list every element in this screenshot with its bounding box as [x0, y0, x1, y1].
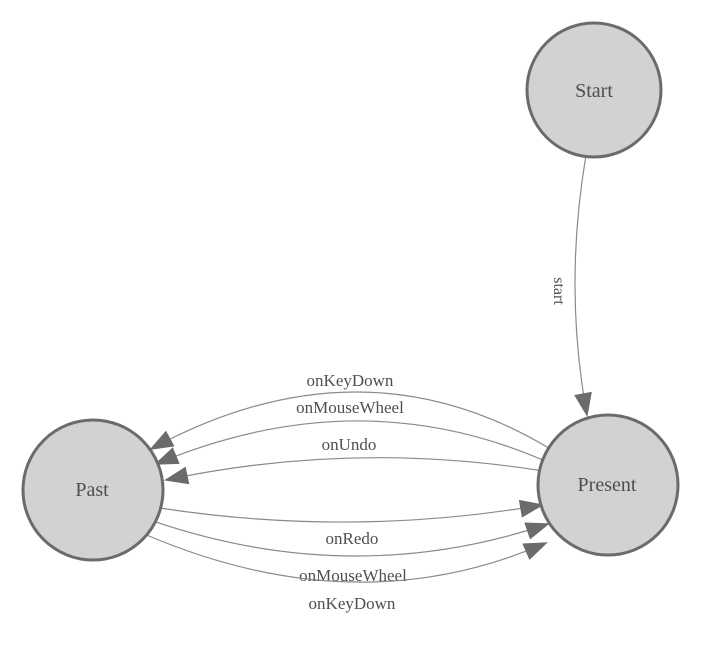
- edge-present-to-past-onmousewheel: onMouseWheel: [154, 398, 543, 465]
- node-present[interactable]: Present: [536, 413, 680, 557]
- edge-past-to-present-onkeydown-path: [146, 534, 548, 583]
- edge-label-onredo: onRedo: [326, 529, 379, 548]
- edge-present-to-past-onkeydown: onKeyDown: [149, 371, 549, 450]
- edge-past-to-present-onkeydown: onKeyDown: [146, 534, 548, 613]
- node-start-circle[interactable]: [525, 21, 663, 159]
- edge-start-to-present-path: [574, 156, 592, 417]
- edge-label-onmousewheel-top: onMouseWheel: [296, 398, 404, 417]
- node-present-label: Present: [578, 474, 637, 496]
- node-present-circle[interactable]: [536, 413, 680, 557]
- edge-present-to-past-onmousewheel-path: [154, 420, 543, 465]
- edge-present-to-past-onundo-path: [164, 457, 540, 485]
- edge-past-to-present-onredo: onRedo: [160, 499, 544, 548]
- edge-present-to-past-onundo: onUndo: [164, 435, 540, 485]
- node-start[interactable]: Start: [525, 21, 663, 159]
- edge-present-to-past-onkeydown-path: [149, 391, 549, 450]
- edge-past-to-present-onredo-path: [160, 499, 544, 523]
- node-past-circle[interactable]: [21, 418, 165, 562]
- node-past-label: Past: [75, 479, 109, 501]
- edge-label-onkeydown-top: onKeyDown: [307, 371, 394, 390]
- edge-label-onundo: onUndo: [322, 435, 377, 454]
- node-past[interactable]: Past: [21, 418, 165, 562]
- edge-past-to-present-onmousewheel-path: [155, 521, 550, 557]
- edge-label-start: start: [550, 277, 567, 305]
- edge-label-onkeydown-bottom: onKeyDown: [309, 594, 396, 613]
- edge-start-to-present: start: [550, 156, 592, 417]
- node-start-label: Start: [575, 80, 613, 102]
